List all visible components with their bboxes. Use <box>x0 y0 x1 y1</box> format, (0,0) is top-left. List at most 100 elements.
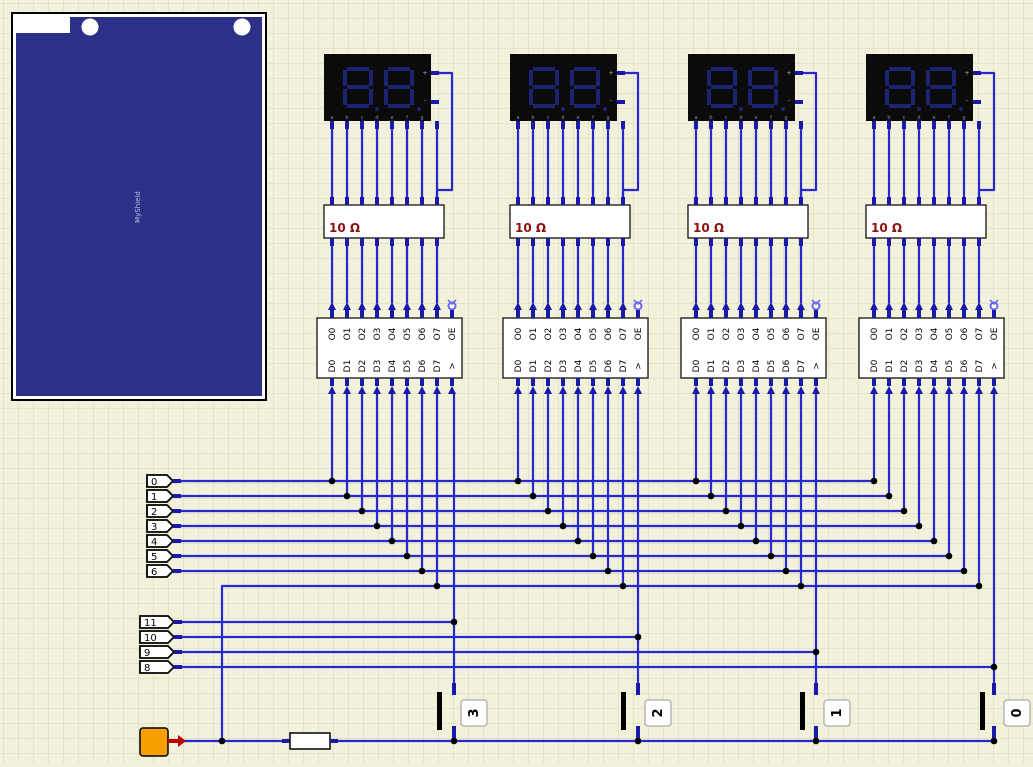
latch-pin <box>769 378 773 386</box>
control-input-tag[interactable]: 10 <box>139 630 182 644</box>
display-pin-letter: e <box>754 115 757 121</box>
pin-arrow-icon <box>619 386 627 394</box>
pin-mark-icon <box>447 299 457 306</box>
resistor-array[interactable]: 10 Ω <box>509 197 631 246</box>
resistor[interactable] <box>282 732 338 750</box>
latch-output-label: O1 <box>707 328 717 341</box>
latch-output-label: O7 <box>975 328 985 341</box>
resistor-array[interactable]: 10 Ω <box>323 197 445 246</box>
switch-label: 3 <box>467 708 482 717</box>
display-segment <box>707 89 711 105</box>
input-tag-pin <box>173 479 181 483</box>
control-input-tag[interactable]: 11 <box>139 615 182 629</box>
pin-arrow-icon <box>692 386 700 394</box>
latch-output-label: O3 <box>373 328 383 341</box>
pin-arrow-icon <box>604 302 612 310</box>
resistor-pin <box>531 197 535 205</box>
latch-output-label: O3 <box>737 328 747 341</box>
pin-arrow-icon <box>870 386 878 394</box>
latch-input-label: D3 <box>373 360 383 373</box>
resistor-pin <box>405 197 409 205</box>
junction-dot <box>634 633 642 641</box>
segment-input-tag[interactable]: 4 <box>146 534 181 548</box>
segment-input-tag[interactable]: 6 <box>146 564 181 578</box>
switch-lever <box>980 692 985 730</box>
display-segment <box>343 70 347 86</box>
pin-arrow-icon <box>403 386 411 394</box>
push-button-switch[interactable]: 1 <box>800 683 851 738</box>
pin-arrow-icon <box>812 386 820 394</box>
control-input-tag[interactable]: 9 <box>139 645 182 659</box>
display-segment <box>711 67 733 71</box>
display-pin-mark: + <box>786 70 791 77</box>
display-segment <box>774 70 778 86</box>
push-button-switch[interactable]: 2 <box>621 683 672 738</box>
resistor-pin <box>420 238 424 246</box>
segment-input-tag[interactable]: 5 <box>146 549 181 563</box>
resistor-pin <box>405 238 409 246</box>
display-segment <box>596 89 600 105</box>
display-segment <box>733 70 737 86</box>
latch-output-label: O6 <box>960 327 970 340</box>
resistor-pin <box>360 197 364 205</box>
latch-pin <box>784 378 788 386</box>
display-pin-letter: b <box>709 115 712 121</box>
pin-arrow-icon <box>418 302 426 310</box>
latch-output-label: O2 <box>358 328 368 341</box>
latch-pin <box>330 378 334 386</box>
display-pin <box>977 121 981 129</box>
resistor-pin <box>621 197 625 205</box>
segment-input-tag[interactable]: 3 <box>146 519 181 533</box>
display-segment <box>774 89 778 105</box>
junction-dot <box>373 522 381 530</box>
latch-input-label: D1 <box>529 360 539 373</box>
resistor-array-label: 10 Ω <box>693 221 724 235</box>
display-segment <box>410 70 414 86</box>
resistor-pin <box>977 238 981 246</box>
latch-input-label: D6 <box>604 359 614 372</box>
control-input-tag[interactable]: 8 <box>139 660 182 674</box>
display-pin-mark: + <box>422 70 427 77</box>
junction-dot <box>619 582 627 590</box>
inverted-pin-icon <box>989 301 999 311</box>
resistor-pin <box>709 238 713 246</box>
latch-pin <box>739 378 743 386</box>
resistor-pin <box>516 238 520 246</box>
pin-arrow-icon <box>990 386 998 394</box>
segment-input-tag[interactable]: 0 <box>146 474 181 488</box>
resistor-pin <box>962 197 966 205</box>
resistor-array[interactable]: 10 Ω <box>865 197 987 246</box>
latch-pin <box>531 378 535 386</box>
pin-arrow-icon <box>915 302 923 310</box>
resistor-pin <box>435 238 439 246</box>
latch-pin <box>561 378 565 386</box>
decimal-point <box>781 107 785 111</box>
segment-input-tag[interactable]: 1 <box>146 489 181 503</box>
pin-arrow-icon <box>328 302 336 310</box>
junction-dot <box>737 522 745 530</box>
power-source[interactable] <box>139 727 186 757</box>
shield-board[interactable]: MyShield <box>11 12 267 401</box>
junction-dot <box>604 567 612 575</box>
push-button-switch[interactable]: 0 <box>980 683 1031 738</box>
junction-dot <box>529 492 537 500</box>
display-pin-letter: f <box>592 115 594 121</box>
latch-pin <box>769 310 773 318</box>
pin-arrow-icon <box>960 386 968 394</box>
resistor-array[interactable]: 10 Ω <box>687 197 809 246</box>
shield-label: MyShield <box>134 191 142 223</box>
decimal-point <box>739 107 743 111</box>
wire <box>616 71 640 203</box>
push-button-switch[interactable]: 3 <box>437 683 488 738</box>
segment-input-tag[interactable]: 2 <box>146 504 181 518</box>
display-segment <box>733 89 737 105</box>
latch-input-label: D1 <box>343 360 353 373</box>
